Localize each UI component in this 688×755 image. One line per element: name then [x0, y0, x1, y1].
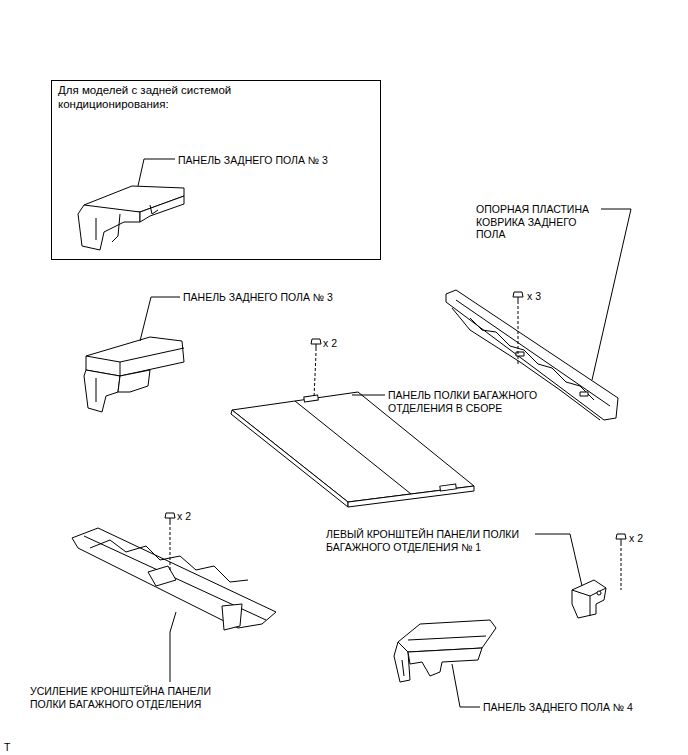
floor-panel-3 [84, 337, 184, 412]
note-heading: Для моделей с задней системой кондициони… [58, 84, 278, 112]
part-name: ПАНЕЛЬ ПОЛКИ БАГАЖНОГО ОТДЕЛЕНИЯ В СБОРЕ [388, 389, 563, 414]
note-box: Для моделей с задней системой кондициони… [51, 80, 381, 260]
left-bracket [572, 580, 606, 618]
bracket-reinforcement [72, 528, 276, 630]
leader-lines [138, 159, 631, 707]
floor-panel-3-ac [78, 186, 184, 250]
part-name: ПАНЕЛЬ ЗАДНЕГО ПОЛА № 3 [178, 154, 368, 167]
part-name: ОПОРНАЯ ПЛАСТИНА КОВРИКА ЗАДНЕГО ПОЛА [476, 203, 606, 241]
figure-code: T [4, 741, 24, 754]
part-name: УСИЛЕНИЕ КРОНШТЕЙНА ПАНЕЛИ ПОЛКИ БАГАЖНО… [30, 685, 230, 710]
quantity: x 3 [527, 290, 557, 303]
floor-panel-4 [394, 620, 496, 682]
quantity: x 2 [323, 337, 353, 350]
part-name: ПАНЕЛЬ ЗАДНЕГО ПОЛА № 3 [183, 291, 373, 304]
quantity: x 2 [629, 532, 659, 545]
part-name: ЛЕВЫЙ КРОНШТЕЙН ПАНЕЛИ ПОЛКИ БАГАЖНОГО О… [326, 528, 544, 553]
quantity: x 2 [177, 510, 207, 523]
part-name: ПАНЕЛЬ ЗАДНЕГО ПОЛА № 4 [483, 701, 673, 714]
screw-symbols [165, 292, 626, 590]
